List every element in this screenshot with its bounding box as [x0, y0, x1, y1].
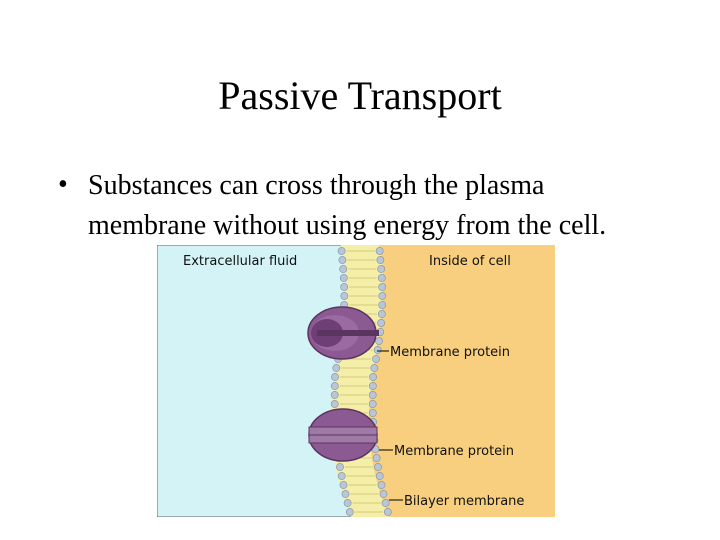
lipid-head — [383, 508, 392, 516]
lipid-head — [340, 283, 349, 291]
lipid-head — [339, 481, 348, 489]
lipid-head — [377, 481, 386, 489]
membrane-protein-2 — [308, 408, 378, 462]
label-bilayer-membrane: Bilayer membrane — [404, 494, 524, 509]
membrane-diagram-svg: Extracellular fluid Inside of cell Membr… — [157, 245, 555, 517]
lipid-head — [341, 490, 350, 498]
lipid-head — [369, 373, 377, 381]
cell-interior-region — [368, 245, 555, 517]
membrane-protein-1 — [307, 306, 379, 360]
lipid-head — [337, 472, 346, 480]
lipid-head — [376, 256, 385, 264]
lipid-head — [339, 274, 348, 282]
lipid-head — [379, 490, 388, 498]
lipid-head — [374, 463, 382, 471]
label-membrane-protein-1: Membrane protein — [390, 345, 510, 360]
lipid-head — [340, 292, 349, 300]
lipid-head — [372, 454, 381, 462]
bullet-marker: • — [58, 169, 68, 200]
lipid-head — [330, 382, 339, 390]
label-inside-of-cell: Inside of cell — [429, 254, 511, 269]
lipid-head — [381, 499, 390, 507]
lipid-head — [339, 265, 348, 273]
label-extracellular-fluid: Extracellular fluid — [183, 254, 297, 269]
lipid-head — [368, 400, 377, 408]
lipid-head — [343, 499, 352, 507]
lipid-head — [375, 472, 384, 480]
lipid-head — [330, 400, 339, 408]
lipid-head — [330, 391, 339, 399]
lipid-head — [378, 283, 387, 291]
lipid-head — [378, 292, 387, 300]
bullet-text: Substances can cross through the plasma … — [88, 170, 607, 241]
lipid-head — [368, 391, 377, 399]
membrane-diagram: Extracellular fluid Inside of cell Membr… — [157, 245, 555, 517]
lipid-head — [368, 409, 377, 417]
lipid-head — [331, 373, 339, 381]
lipid-head — [336, 463, 344, 471]
lipid-head — [337, 247, 346, 255]
lipid-head — [377, 274, 386, 282]
lipid-head — [338, 256, 347, 264]
lipid-head — [332, 364, 341, 372]
lipid-head — [375, 337, 383, 345]
lipid-head — [375, 247, 384, 255]
lipid-head — [372, 355, 380, 363]
lipid-head — [377, 265, 386, 273]
lipid-head — [377, 310, 386, 318]
lipid-head — [373, 346, 382, 354]
slide-title: Passive Transport — [218, 73, 502, 118]
label-membrane-protein-2: Membrane protein — [394, 444, 514, 459]
lipid-head — [345, 508, 354, 516]
lipid-head — [378, 301, 387, 309]
lipid-head — [368, 382, 377, 390]
lipid-head — [370, 364, 379, 372]
lipid-head — [377, 319, 385, 327]
